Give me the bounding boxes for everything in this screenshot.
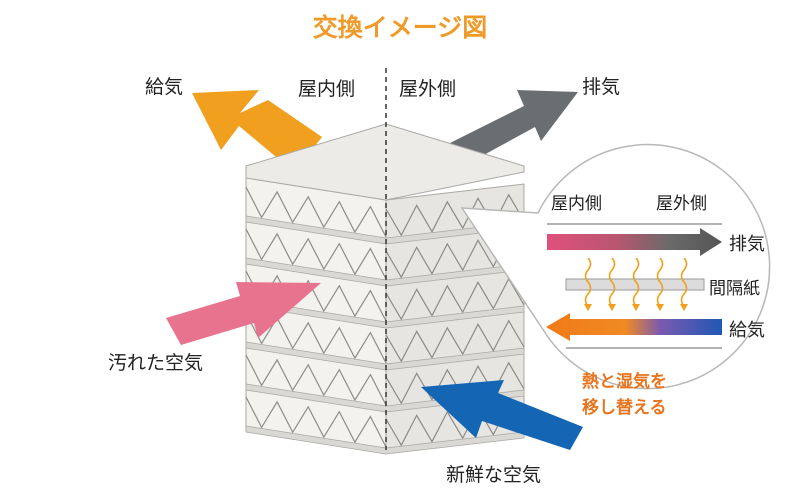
corrugation-right	[385, 193, 525, 237]
supply-air-arrow	[192, 90, 322, 172]
callout-partition-label: 間隔紙	[709, 279, 760, 299]
exhaust-air-label: 排気	[582, 76, 621, 98]
heat-wave-line	[656, 257, 664, 307]
heat-wave-arrowhead	[680, 304, 688, 311]
heat-wave-line	[584, 257, 592, 307]
outdoor-side-label: 屋外側	[399, 78, 457, 100]
corrugation-right	[385, 361, 525, 405]
heat-wave-line	[608, 257, 616, 307]
fresh-air-label: 新鮮な空気	[446, 464, 542, 486]
corrugation-left	[245, 312, 387, 364]
heat-wave-line	[680, 257, 688, 307]
callout-exhaust-arrow	[547, 228, 722, 256]
fresh-air-arrow	[421, 380, 583, 450]
corrugation-left	[245, 396, 387, 448]
callout-note-line2: 移し替える	[582, 398, 667, 418]
heat-wave-arrowhead	[656, 304, 664, 311]
callout-supply-arrow	[546, 313, 722, 341]
corrugation-right	[385, 277, 525, 321]
callout-indoor-label: 屋内側	[551, 194, 602, 214]
exhaust-air-arrow	[448, 90, 578, 168]
dirty-air-label: 汚れた空気	[108, 352, 204, 374]
heat-wave-line	[632, 257, 640, 307]
corrugation-right	[385, 319, 525, 363]
separator-plate	[245, 341, 525, 371]
corrugation-left	[245, 228, 387, 280]
diagram-title: 交換イメージ図	[312, 13, 488, 42]
heat-wave-arrowhead	[584, 304, 592, 311]
corrugation-left	[245, 354, 387, 406]
supply-air-label: 給気	[145, 76, 184, 98]
dirty-air-arrow	[166, 282, 321, 345]
callout-exhaust-label: 排気	[729, 234, 765, 255]
heat-transfer-lines	[584, 257, 688, 311]
heat-exchanger-stack	[245, 123, 525, 455]
callout-note-line1: 熱と湿気を	[582, 372, 667, 392]
callout-supply-label: 給気	[729, 320, 765, 341]
corrugation-left	[245, 186, 387, 238]
indoor-side-label: 屋内側	[298, 78, 356, 100]
callout-outdoor-label: 屋外側	[656, 194, 707, 214]
heat-wave-arrowhead	[632, 304, 640, 311]
heat-wave-arrowhead	[608, 304, 616, 311]
